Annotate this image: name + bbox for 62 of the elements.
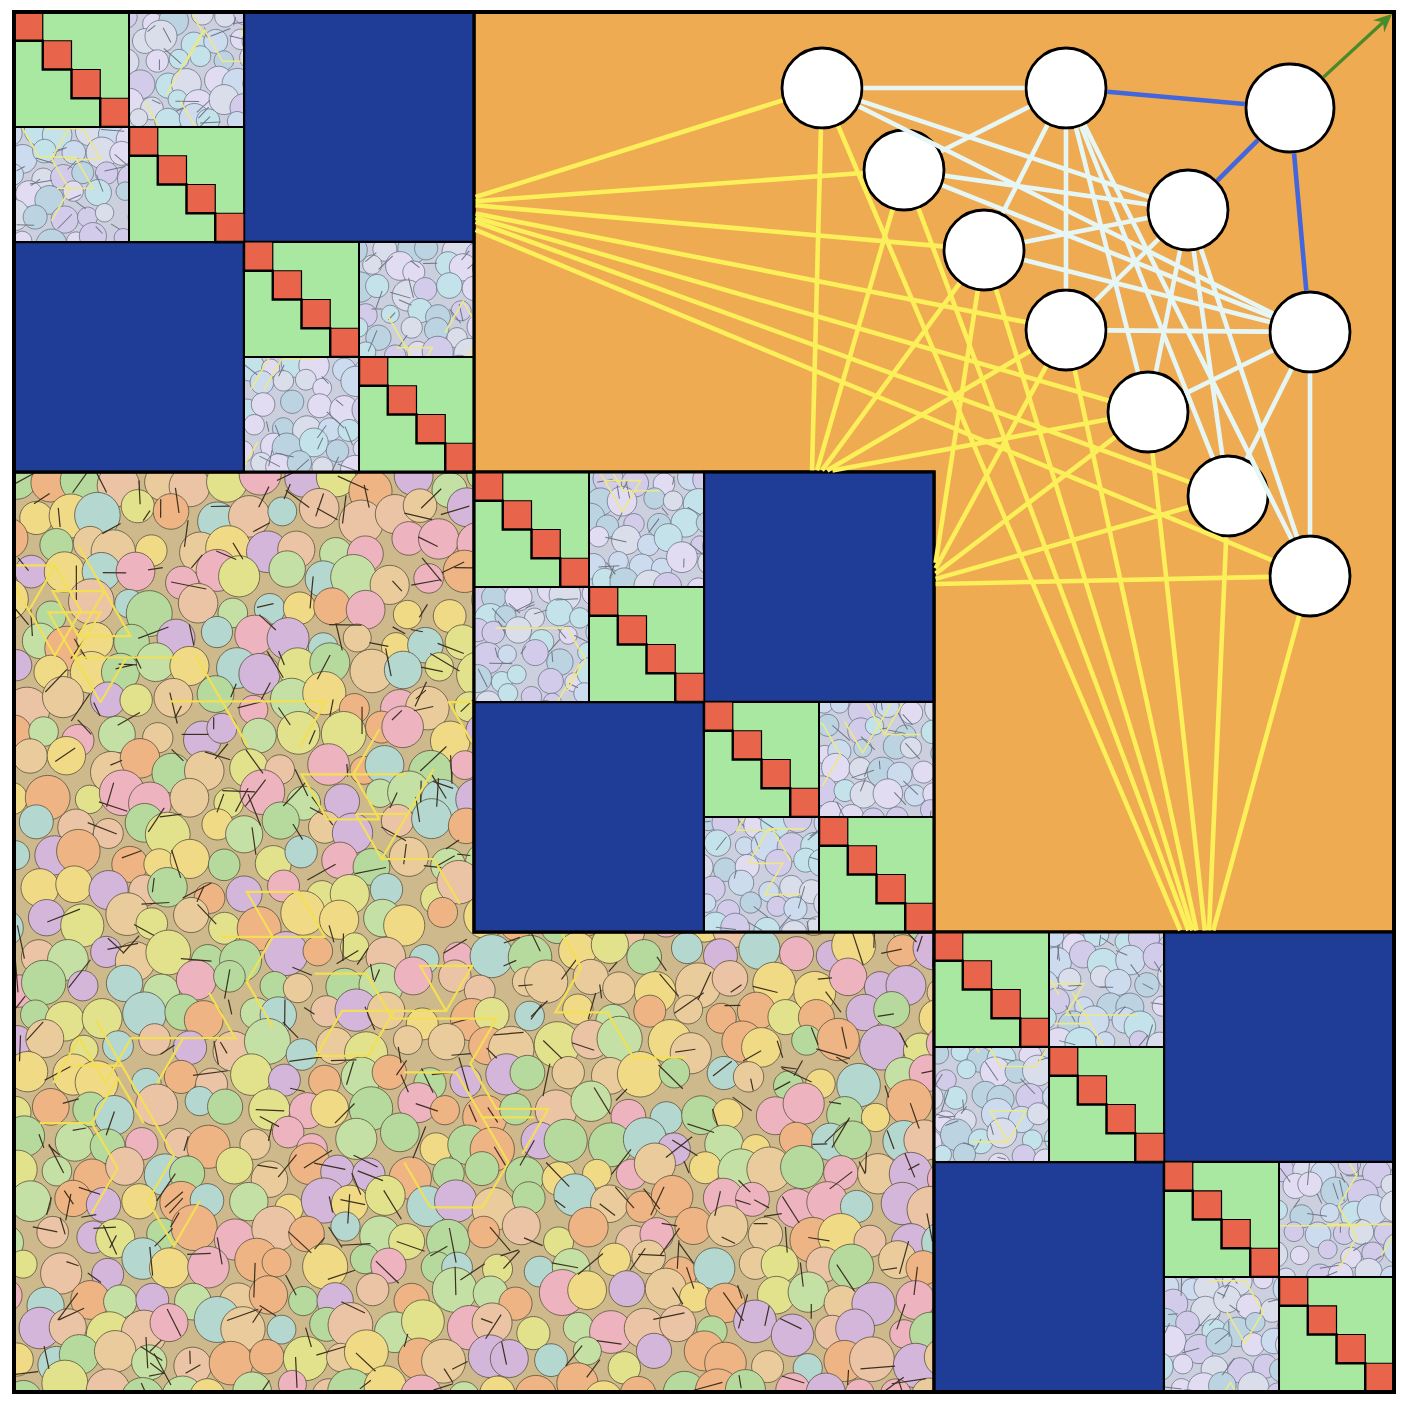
connector-line: [1093, 237, 1161, 303]
connector-line: [1073, 127, 1141, 373]
graph-node: [1186, 454, 1270, 538]
connector-line: [814, 209, 895, 472]
connector-line: [863, 85, 1025, 91]
connector-line: [935, 574, 1269, 587]
connector-line: [933, 290, 980, 564]
graph-node: [1268, 534, 1352, 618]
connector-line: [826, 349, 1032, 473]
connector-line: [1191, 250, 1225, 456]
connector-line: [944, 173, 1148, 207]
graph-node: [1268, 290, 1352, 374]
connector-line: [935, 505, 1189, 582]
graph-node: [1146, 168, 1230, 252]
connector-line: [858, 104, 1274, 316]
connector-line: [1107, 89, 1245, 107]
graph-node: [1024, 288, 1108, 372]
connector-line: [993, 288, 1195, 932]
matrix-block: [932, 930, 1396, 1394]
connector-line: [1024, 215, 1148, 245]
connector-line: [474, 98, 784, 200]
graph-node: [1244, 62, 1336, 154]
connector-line: [820, 282, 962, 472]
graph-node: [1024, 46, 1108, 130]
connector-line: [860, 98, 1150, 200]
connector-line: [1307, 373, 1313, 535]
connector-line: [1107, 328, 1269, 334]
connector-line: [1150, 452, 1208, 931]
connector-line: [1023, 257, 1271, 325]
connector-line: [1291, 153, 1309, 291]
connector-line: [475, 211, 1026, 325]
connector-line: [933, 365, 1049, 570]
graph-node: [780, 46, 864, 130]
connector-line: [474, 215, 1109, 403]
connector-line: [1244, 368, 1294, 460]
connector-line: [939, 104, 1031, 154]
connector-line: [1153, 250, 1183, 372]
connector-line: [934, 435, 1117, 576]
connector-line: [1082, 124, 1294, 540]
connector-line: [941, 183, 1273, 319]
connector-line: [1000, 123, 1050, 215]
connector-line: [1063, 129, 1069, 289]
connector-line: [836, 125, 1183, 932]
graph-node: [1106, 370, 1190, 454]
connector-line: [1206, 537, 1229, 931]
graph-node: [862, 128, 946, 212]
connector-line: [832, 417, 1108, 473]
graph-node: [942, 208, 1026, 292]
matrix-block: [472, 470, 936, 934]
connector-line: [809, 129, 824, 471]
matrix-block: [12, 10, 476, 474]
connector-line: [1079, 125, 1215, 459]
connector-line: [474, 219, 1190, 484]
connector-line: [916, 207, 1191, 932]
connector-line: [1072, 369, 1199, 931]
connector-line: [1198, 248, 1300, 538]
connector-line: [1211, 615, 1302, 932]
connector-line: [474, 227, 1273, 563]
connector-line: [475, 203, 943, 249]
connector-line: [1184, 348, 1274, 396]
connector-line: [1215, 138, 1260, 183]
connector-line: [475, 170, 863, 204]
